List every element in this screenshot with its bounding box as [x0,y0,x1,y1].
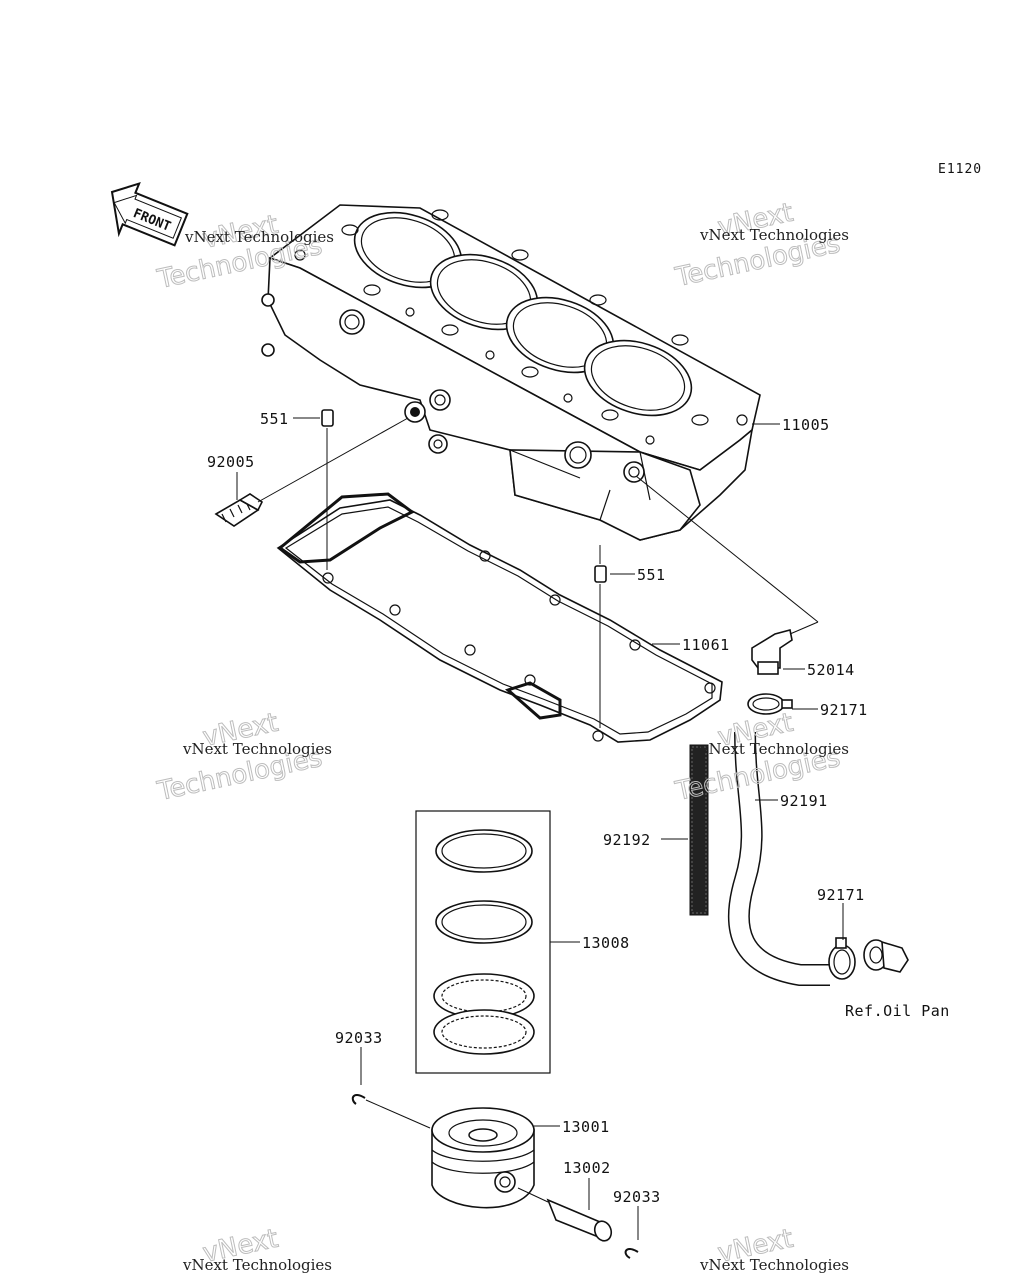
label-11005: 11005 [782,416,830,434]
svg-text:vNext Technologies: vNext Technologies [184,228,334,246]
piston-ring-top [435,829,533,873]
svg-text:vNext Technologies: vNext Technologies [699,1256,849,1274]
svg-text:vNext Technologies: vNext Technologies [182,740,332,758]
hose-92191 [727,731,830,986]
callout-leaders [236,417,844,1240]
label-13002: 13002 [563,1159,611,1177]
piston-ring-second [435,900,533,944]
reference-note: Ref.Oil Pan [845,1002,950,1020]
watermark-middle-left: vNext Technologies vNext Technologies [154,707,332,807]
svg-text:vNext Technologies: vNext Technologies [182,1256,332,1274]
svg-text:vNext Technologies: vNext Technologies [699,740,849,758]
label-13008: 13008 [582,934,630,952]
label-13001: 13001 [562,1118,610,1136]
elbow-fitting-52014 [635,475,819,675]
stud-92192 [689,744,709,916]
piston-ring-oil [433,973,535,1055]
watermark-top-right: vNext Technologies vNext Technologies [672,197,849,293]
label-92192: 92192 [603,831,651,849]
cylinder-block [261,204,761,541]
watermark-bottom-left: vNext vNext Technologies [182,1223,332,1274]
label-92171-upper: 92171 [820,701,868,719]
dowel-pin-lower [594,545,607,728]
circlip-lower [624,1248,639,1259]
oil-pan-fitting [863,939,909,973]
svg-text:vNext Technologies: vNext Technologies [699,226,849,244]
label-52014: 52014 [807,661,855,679]
piston [431,1107,535,1209]
diagram-code: E1120 [938,162,982,177]
circlip-upper [351,1094,431,1129]
label-551-lower: 551 [637,566,666,584]
cylinder-gasket [276,492,723,743]
bolt-92005 [214,417,409,527]
watermark-bottom-right: vNext vNext Technologies [699,1223,849,1274]
callout-labels: 11005 551 92005 551 11061 52014 92171 92… [207,410,950,1206]
front-arrow-icon: FRONT [110,181,189,247]
label-551-upper: 551 [260,410,289,428]
label-11061: 11061 [682,636,730,654]
hose-clamp-upper [747,693,793,715]
label-92033-upper: 92033 [335,1029,383,1047]
label-92191: 92191 [780,792,828,810]
hose-clamp-lower [828,937,856,980]
label-92033-lower: 92033 [613,1188,661,1206]
dowel-pin-upper [321,409,334,570]
label-92171-lower: 92171 [817,886,865,904]
label-92005: 92005 [207,453,255,471]
piston-pin [517,1187,613,1242]
